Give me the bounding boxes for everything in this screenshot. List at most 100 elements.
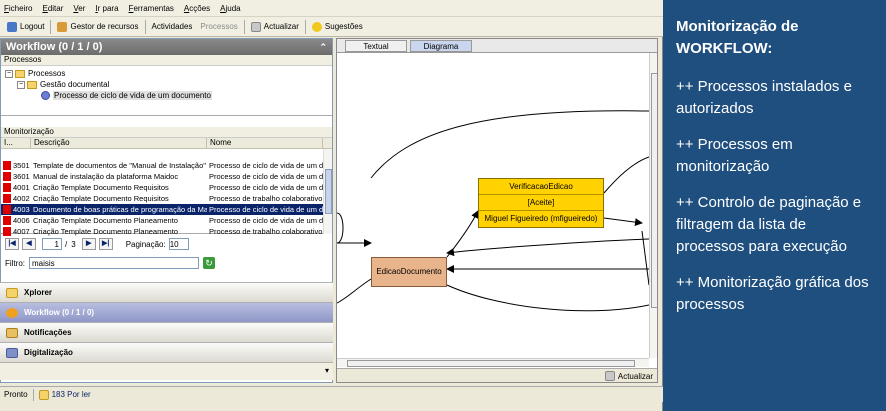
last-page-button[interactable]: ▶| (98, 238, 113, 250)
tab-diagrama[interactable]: Diagrama (410, 40, 472, 52)
processes-section-label: Processos (1, 55, 332, 66)
accordion-label: Workflow (0 / 1 / 0) (24, 308, 95, 317)
tree-node-ciclo-vida-documento[interactable]: Processo de ciclo de vida de um document… (41, 91, 212, 100)
feature-point: ++ Controlo de paginação e filtragem da … (676, 194, 862, 255)
pagination-bar: |◀ ◀ / 3 ▶ ▶| Paginação: (1, 234, 332, 254)
menu-accoes[interactable]: Acções (183, 3, 211, 13)
pagination-size-input[interactable] (168, 238, 189, 250)
toolbar-separator (50, 19, 52, 34)
menu-ficheiro[interactable]: Ficheiro (4, 3, 33, 13)
column-header-descricao[interactable]: Descrição (31, 138, 207, 148)
workflow-client-window: Ficheiro Editar Ver Ir para Ferramentas … (0, 0, 663, 411)
accordion-digitalizacao[interactable]: Digitalização (0, 342, 333, 362)
row-description: Criação Template Documento Requisitos (33, 183, 169, 192)
connector-line (337, 212, 344, 244)
diagram-refresh-button[interactable]: Actualizar (604, 371, 653, 381)
activities-button[interactable]: Actividades (148, 19, 197, 35)
node-status: [Aceite] (479, 195, 603, 211)
row-name: Processo de trabalho colaborativo (209, 227, 323, 236)
connector-line (370, 110, 650, 179)
table-vertical-scrollbar[interactable] (323, 149, 332, 234)
feature-point: ++ Processos instalados e autorizados (676, 78, 852, 117)
scrollbar-thumb[interactable] (347, 360, 635, 367)
node-verificacao-edicao[interactable]: VerificacaoEdicao [Aceite] Miguel Figuei… (478, 178, 604, 228)
resource-manager-button[interactable]: Gestor de recursos (53, 19, 142, 35)
tree-node-gestao-documental[interactable]: − Gestão documental (17, 80, 109, 89)
filter-label: Filtro: (5, 258, 25, 268)
connector-line (603, 156, 650, 194)
apply-filter-refresh-icon[interactable]: ↻ (203, 257, 215, 269)
tab-textual[interactable]: Textual (345, 40, 407, 52)
suggestions-button[interactable]: Sugestões (308, 19, 367, 35)
node-edicao-documento[interactable]: EdicaoDocumento (371, 257, 447, 287)
refresh-button[interactable]: Actualizar (247, 19, 303, 35)
diagram-horizontal-scrollbar[interactable] (337, 358, 649, 367)
node-assignee: Miguel Figueiredo (mfigueiredo) (484, 214, 598, 223)
workflow-panel-title: Workflow (0 / 1 / 0) (6, 41, 103, 53)
status-flag-icon (3, 227, 11, 236)
menu-ir-para[interactable]: Ir para (95, 3, 119, 13)
page-number-input[interactable] (42, 238, 62, 250)
row-id-cell: 3501 (1, 160, 31, 171)
table-header: I... Descrição Nome (1, 138, 332, 149)
diagram-refresh-label: Actualizar (617, 371, 653, 381)
status-flag-icon (3, 172, 11, 181)
logout-label: Logout (20, 22, 45, 31)
menu-editar[interactable]: Editar (42, 3, 64, 13)
menu-ajuda[interactable]: Ajuda (220, 3, 241, 13)
accordion-workflow[interactable]: Workflow (0 / 1 / 0) (0, 302, 333, 322)
workflow-diagram-canvas[interactable]: EdicaoDocumento VerificacaoEdicao [Aceit… (337, 53, 650, 361)
previous-page-button[interactable]: ◀ (22, 238, 36, 250)
first-page-button[interactable]: |◀ (5, 238, 19, 250)
accordion-xplorer[interactable]: Xplorer (0, 282, 333, 302)
collapse-icon[interactable]: − (5, 69, 13, 78)
navigation-accordion: Xplorer Workflow (0 / 1 / 0) Notificaçõe… (0, 282, 333, 382)
connector-arrow (603, 217, 643, 227)
total-pages: 3 (71, 239, 76, 249)
tree-node-label: Processo de ciclo de vida de um document… (53, 91, 212, 100)
processes-button[interactable]: Processos (196, 19, 241, 35)
accordion-notificacoes[interactable]: Notificações (0, 322, 333, 342)
chevron-down-icon[interactable]: ▾ (324, 366, 329, 375)
column-header-id[interactable]: I... (1, 138, 31, 148)
row-id: 4001 (13, 183, 30, 192)
resource-manager-label: Gestor de recursos (70, 22, 139, 31)
processes-label: Processos (200, 22, 238, 31)
scrollbar-thumb[interactable] (325, 169, 332, 214)
status-bar: Pronto 183 Por ler (0, 386, 663, 402)
notification-icon (6, 327, 18, 338)
monitoring-section-label: Monitorização (1, 127, 332, 138)
status-unread-count[interactable]: 183 Por ler (51, 390, 91, 399)
diagram-vertical-scrollbar[interactable] (649, 53, 657, 358)
row-id-cell: 4002 (1, 193, 31, 204)
collapse-icon[interactable]: − (17, 80, 25, 89)
row-id-cell: 4006 (1, 215, 31, 226)
feature-description-panel: Monitorização de WORKFLOW: ++ Processos … (664, 0, 886, 411)
status-flag-icon (3, 183, 11, 192)
row-id: 4007 (13, 227, 30, 236)
menu-ferramentas[interactable]: Ferramentas (128, 3, 174, 13)
scrollbar-thumb[interactable] (651, 73, 657, 308)
row-name: Processo de ciclo de vida de um document… (209, 216, 323, 225)
menu-ver[interactable]: Ver (73, 3, 86, 13)
next-page-button[interactable]: ▶ (81, 238, 96, 250)
node-title: VerificacaoEdicao (479, 179, 603, 195)
chevron-up-icon[interactable]: ⌃ (319, 41, 327, 52)
row-description: Criação Template Documento Planeamento (33, 216, 178, 225)
status-flag-icon (3, 205, 11, 214)
accordion-label: Notificações (24, 328, 72, 337)
column-header-nome[interactable]: Nome (207, 138, 323, 148)
tree-node-processos[interactable]: − Processos (5, 69, 65, 78)
folder-open-icon (27, 80, 37, 89)
logout-button[interactable]: Logout (3, 19, 48, 35)
diagram-connections (337, 110, 650, 312)
filter-input[interactable] (29, 257, 199, 269)
diagram-panel: Textual Diagrama (336, 38, 658, 383)
